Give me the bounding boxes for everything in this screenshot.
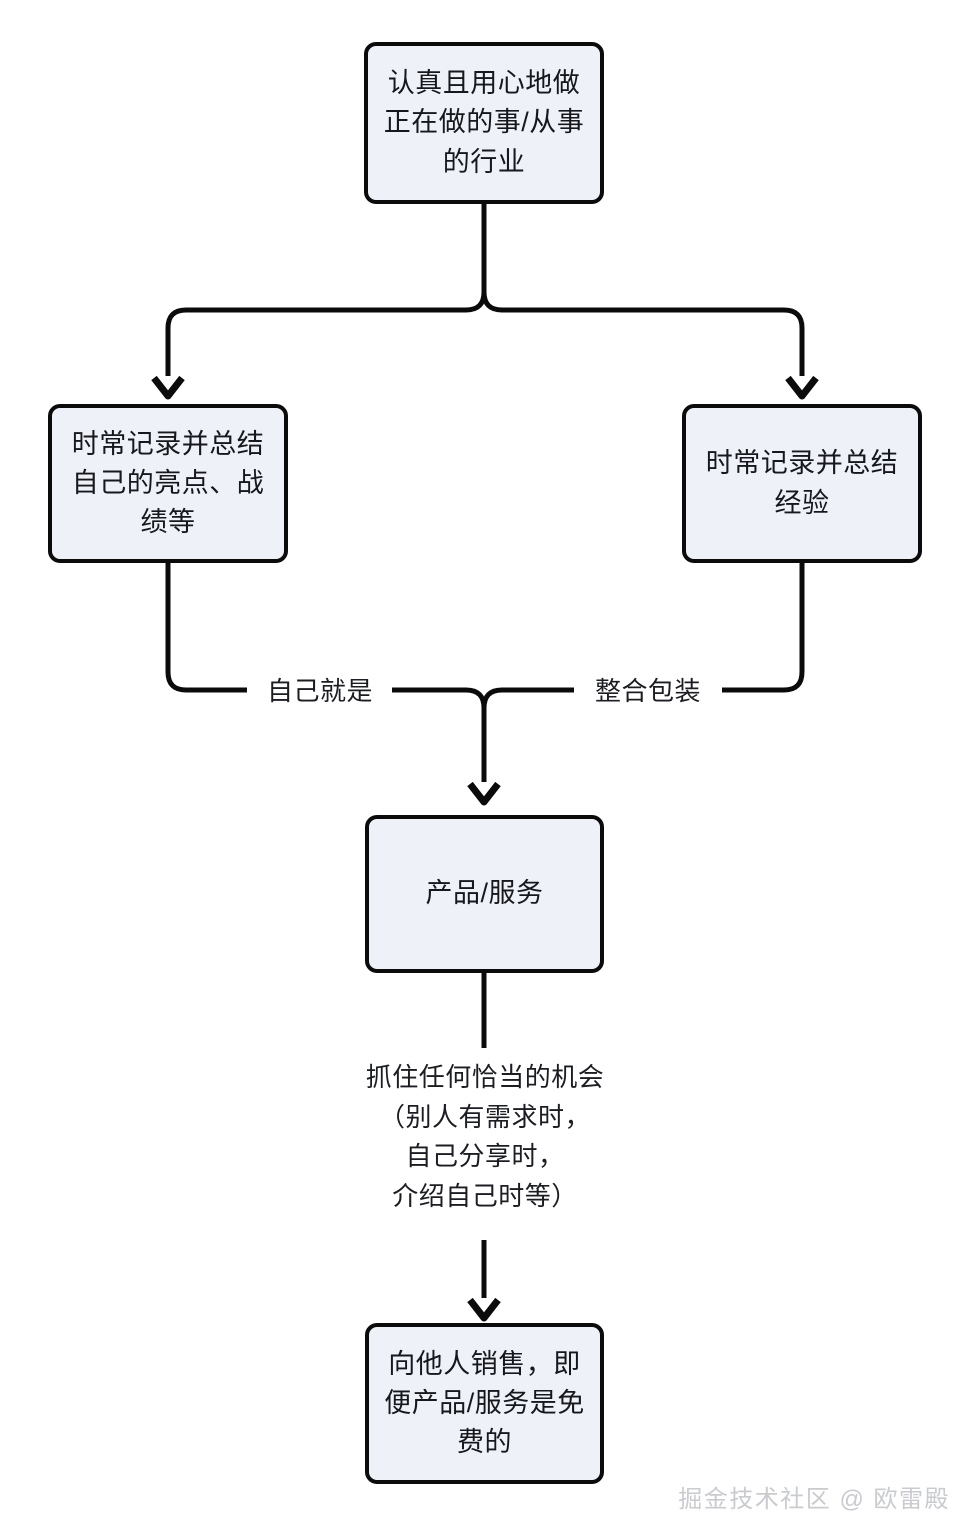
node-top-label: 认真且用心地做 正在做的事/从事 的行业 [383, 68, 585, 177]
node-record-experience[interactable]: 时常记录并总结 经验 [682, 404, 922, 563]
arrowhead-to-product [467, 781, 501, 806]
edge-label-seize-chance: 抓住任何恰当的机会 （别人有需求时， 自己分享时， 介绍自己时等） [330, 1058, 640, 1217]
edge-right-label-to-center [481, 687, 574, 709]
arrowhead-to-right-node [785, 375, 819, 400]
edge-split-right [481, 291, 805, 376]
edge-split-left [165, 291, 487, 376]
node-sell-to-others[interactable]: 向他人销售，即 便产品/服务是免 费的 [365, 1323, 604, 1484]
node-record-highlights-label: 时常记录并总结 自己的亮点、战 绩等 [71, 428, 265, 538]
node-record-highlights[interactable]: 时常记录并总结 自己的亮点、战 绩等 [48, 404, 288, 563]
edge-left-label-to-center [392, 687, 487, 782]
node-record-experience-label: 时常记录并总结 经验 [705, 448, 899, 518]
edge-label-packaging: 整合包装 [578, 672, 718, 712]
arrowhead-to-left-node [151, 375, 185, 400]
node-top[interactable]: 认真且用心地做 正在做的事/从事 的行业 [364, 42, 604, 204]
edge-right-to-merge [722, 563, 805, 693]
edge-left-to-merge [165, 563, 247, 693]
edge-label-self: 自己就是 [250, 672, 390, 712]
node-sell-to-others-label: 向他人销售，即 便产品/服务是免 费的 [384, 1348, 585, 1458]
watermark: 掘金技术社区 @ 欧雷殿 [678, 1486, 950, 1513]
node-product-service-label: 产品/服务 [425, 878, 544, 909]
node-product-service[interactable]: 产品/服务 [365, 815, 604, 973]
arrowhead-to-sell [467, 1297, 501, 1322]
